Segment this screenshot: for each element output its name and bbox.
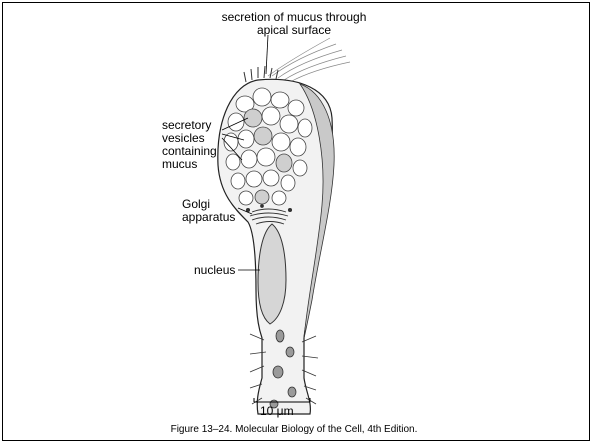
label-scale: 10 μm bbox=[260, 405, 294, 418]
label-nucleus: nucleus bbox=[194, 264, 235, 277]
label-secretion: secretion of mucus through apical surfac… bbox=[0, 11, 588, 37]
label-secretory-vesicles: secretory vesicles containing mucus bbox=[162, 119, 217, 171]
label-golgi-line2: apparatus bbox=[182, 211, 235, 224]
label-vesicles-line4: mucus bbox=[162, 158, 217, 171]
label-secretion-line2: apical surface bbox=[0, 24, 588, 37]
figure-caption: Figure 13–24. Molecular Biology of the C… bbox=[0, 424, 588, 435]
mucus-wisps bbox=[268, 38, 350, 82]
label-golgi: Golgi apparatus bbox=[182, 198, 235, 224]
